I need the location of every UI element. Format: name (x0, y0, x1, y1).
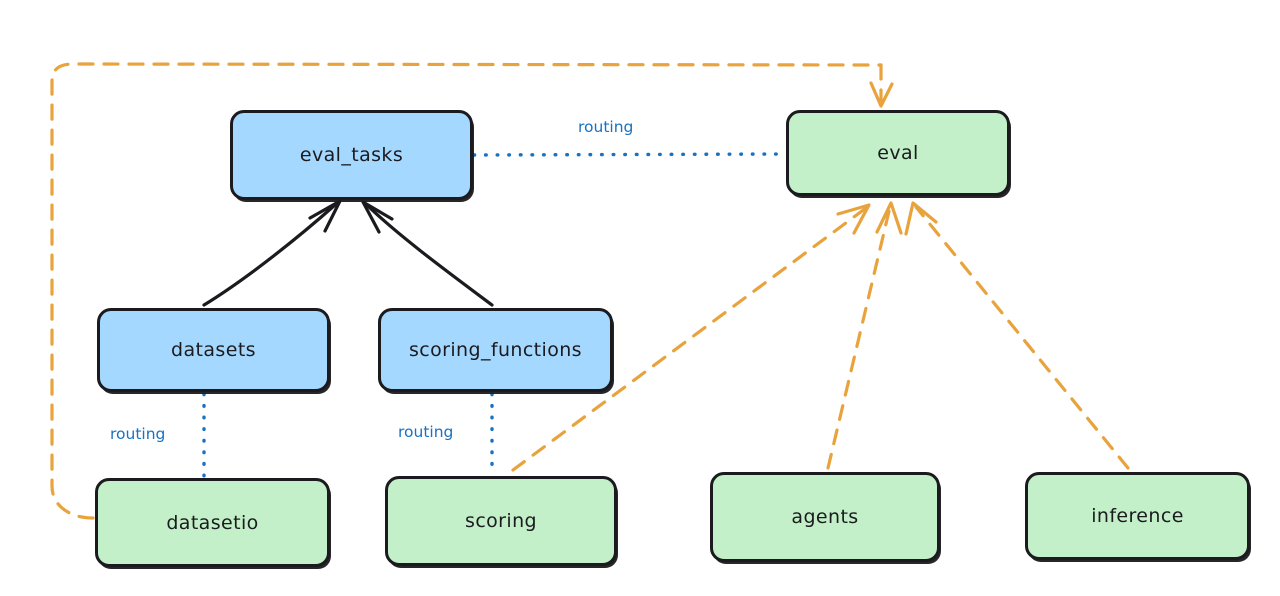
edge-label-routing-eval-tasks-eval: routing (578, 118, 634, 136)
edge-scoring-to-eval (511, 203, 871, 472)
node-eval[interactable]: eval (786, 110, 1010, 196)
edge-agents-to-eval (826, 201, 903, 470)
node-label-inference: inference (1091, 505, 1184, 527)
node-scoring[interactable]: scoring (385, 476, 617, 566)
edge-label-routing-scoring-functions-scoring: routing (398, 423, 454, 441)
node-label-scoring: scoring (465, 510, 537, 532)
edge-datasets-to-eval-tasks (202, 199, 342, 307)
node-label-datasetio: datasetio (166, 511, 259, 534)
edge-datasetio-to-eval (50, 62, 894, 520)
node-inference[interactable]: inference (1025, 472, 1250, 560)
node-scoring-functions[interactable]: scoring_functions (378, 308, 613, 392)
node-eval-tasks[interactable]: eval_tasks (230, 110, 473, 200)
node-label-eval: eval (877, 142, 919, 164)
edge-inference-to-eval (904, 201, 1130, 470)
edge-label-routing-datasets-datasetio: routing (110, 425, 166, 443)
node-label-agents: agents (791, 506, 859, 528)
edge-scoring-functions-to-eval-tasks (361, 200, 494, 307)
node-label-datasets: datasets (171, 339, 256, 361)
node-label-scoring-functions: scoring_functions (409, 339, 582, 361)
edge-eval-tasks-to-eval (472, 152, 786, 157)
node-agents[interactable]: agents (710, 472, 940, 562)
node-datasetio[interactable]: datasetio (95, 478, 330, 567)
node-label-eval-tasks: eval_tasks (299, 144, 404, 166)
node-datasets[interactable]: datasets (97, 308, 330, 392)
